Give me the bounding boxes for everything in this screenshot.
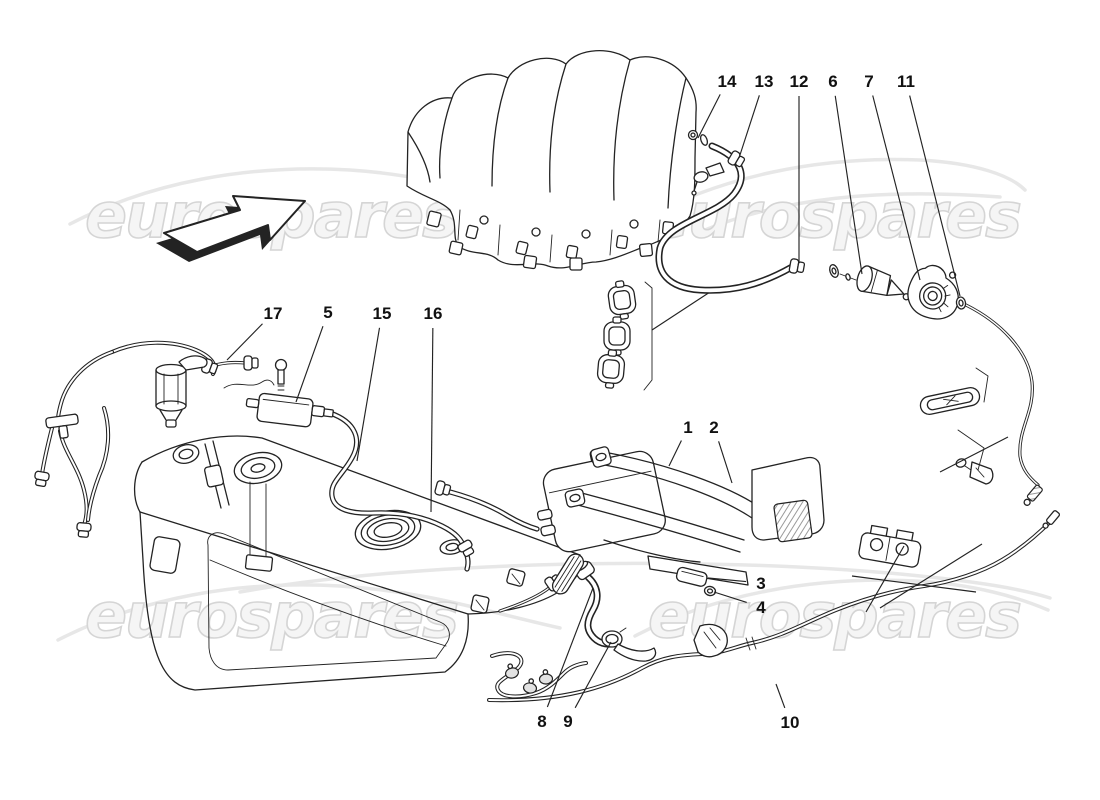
twin-pipe-clamp	[858, 524, 922, 568]
leader-line-13	[738, 95, 760, 159]
hose-connector	[433, 479, 453, 498]
filler-hose-8	[574, 560, 657, 662]
tank-clip	[506, 568, 526, 587]
pipe-clamp	[522, 677, 539, 695]
check-valve-6	[856, 265, 910, 301]
tank-clip	[470, 594, 490, 614]
swoosh-curve	[238, 561, 1052, 600]
pipe-end-fitting	[1042, 510, 1061, 529]
leader-line-17	[226, 323, 263, 361]
part-label-13: 13	[755, 72, 774, 91]
hose-connector	[32, 470, 51, 488]
leader-line-15	[356, 327, 381, 462]
part-label-4: 4	[756, 598, 766, 617]
leader-line-4	[713, 591, 747, 603]
part-label-11: 11	[897, 72, 915, 91]
right-side-parts	[829, 264, 1061, 613]
shutoff-valve-5	[223, 358, 334, 428]
tank-side-recess	[149, 536, 181, 574]
clip-with-bolt	[955, 458, 994, 485]
watermark-layer: eurospares eurospares eurospares eurospa…	[56, 157, 1052, 653]
ribbed-tube	[551, 553, 585, 595]
actuator-7	[907, 264, 959, 320]
part-label-8: 8	[537, 712, 546, 731]
part-label-10: 10	[781, 713, 800, 732]
leader-line-3	[707, 577, 747, 583]
tank-strap-buckle	[204, 464, 224, 488]
gasket-stack	[595, 278, 711, 391]
part-label-16: 16	[424, 304, 443, 323]
arrow-face	[163, 195, 306, 253]
vapor-separator-valve-17	[155, 355, 208, 428]
wedge-clip	[693, 623, 728, 658]
part-label-12: 12	[790, 72, 809, 91]
canister-nipple	[536, 508, 553, 521]
hose-connector	[75, 521, 92, 539]
reference-lines	[851, 367, 1009, 613]
eurospares-watermark: eurospares	[85, 579, 457, 652]
hose-connector-12	[788, 257, 806, 276]
part-label-17: 17	[264, 304, 283, 323]
hose-connector	[243, 355, 259, 371]
leader-line-5	[295, 325, 324, 403]
washer-part14	[699, 134, 709, 146]
swoosh-curve	[638, 157, 1027, 223]
leader-line-10	[775, 683, 786, 709]
tank-sender-ring	[233, 451, 283, 572]
oval-grommet	[919, 386, 981, 416]
part-label-14: 14	[718, 72, 737, 91]
leader-line-16	[430, 327, 434, 513]
part-label-5: 5	[323, 303, 332, 322]
leader-line-7	[872, 95, 921, 281]
part-label-6: 6	[828, 72, 837, 91]
eurospares-watermark: eurospares	[648, 179, 1020, 252]
cable-threaded-end	[1023, 484, 1043, 506]
spacer-3	[675, 566, 708, 587]
leader-line-1	[668, 440, 682, 467]
part-label-2: 2	[709, 418, 718, 437]
bracket-lower-bar	[647, 555, 749, 586]
bolt-head	[274, 358, 288, 372]
hoses-layer	[32, 146, 1052, 703]
bottom-parts	[502, 553, 728, 695]
tee-fitting	[45, 413, 79, 439]
manifold-bosses	[426, 210, 675, 271]
part-label-15: 15	[373, 304, 392, 323]
part-label-9: 9	[563, 712, 572, 731]
part-label-7: 7	[864, 72, 873, 91]
canister-nipple	[540, 524, 557, 537]
leader-line-2	[718, 441, 733, 484]
leader-line-9	[574, 641, 612, 709]
direction-arrow	[156, 195, 306, 262]
bracket-pad	[773, 499, 813, 543]
leader-line-14	[697, 94, 721, 139]
pipe-clamp	[538, 668, 554, 686]
three-way-fitting	[691, 162, 725, 196]
part-label-3: 3	[756, 574, 765, 593]
leader-line-8	[546, 587, 594, 708]
swoosh-curve	[698, 192, 1002, 234]
canister-brackets	[564, 446, 825, 586]
part-label-1: 1	[683, 418, 692, 437]
intake-manifold-drawing	[406, 49, 725, 271]
leader-line-6	[834, 95, 863, 275]
eurospares-watermark: eurospares	[85, 179, 457, 252]
leader-line-11	[909, 95, 961, 297]
